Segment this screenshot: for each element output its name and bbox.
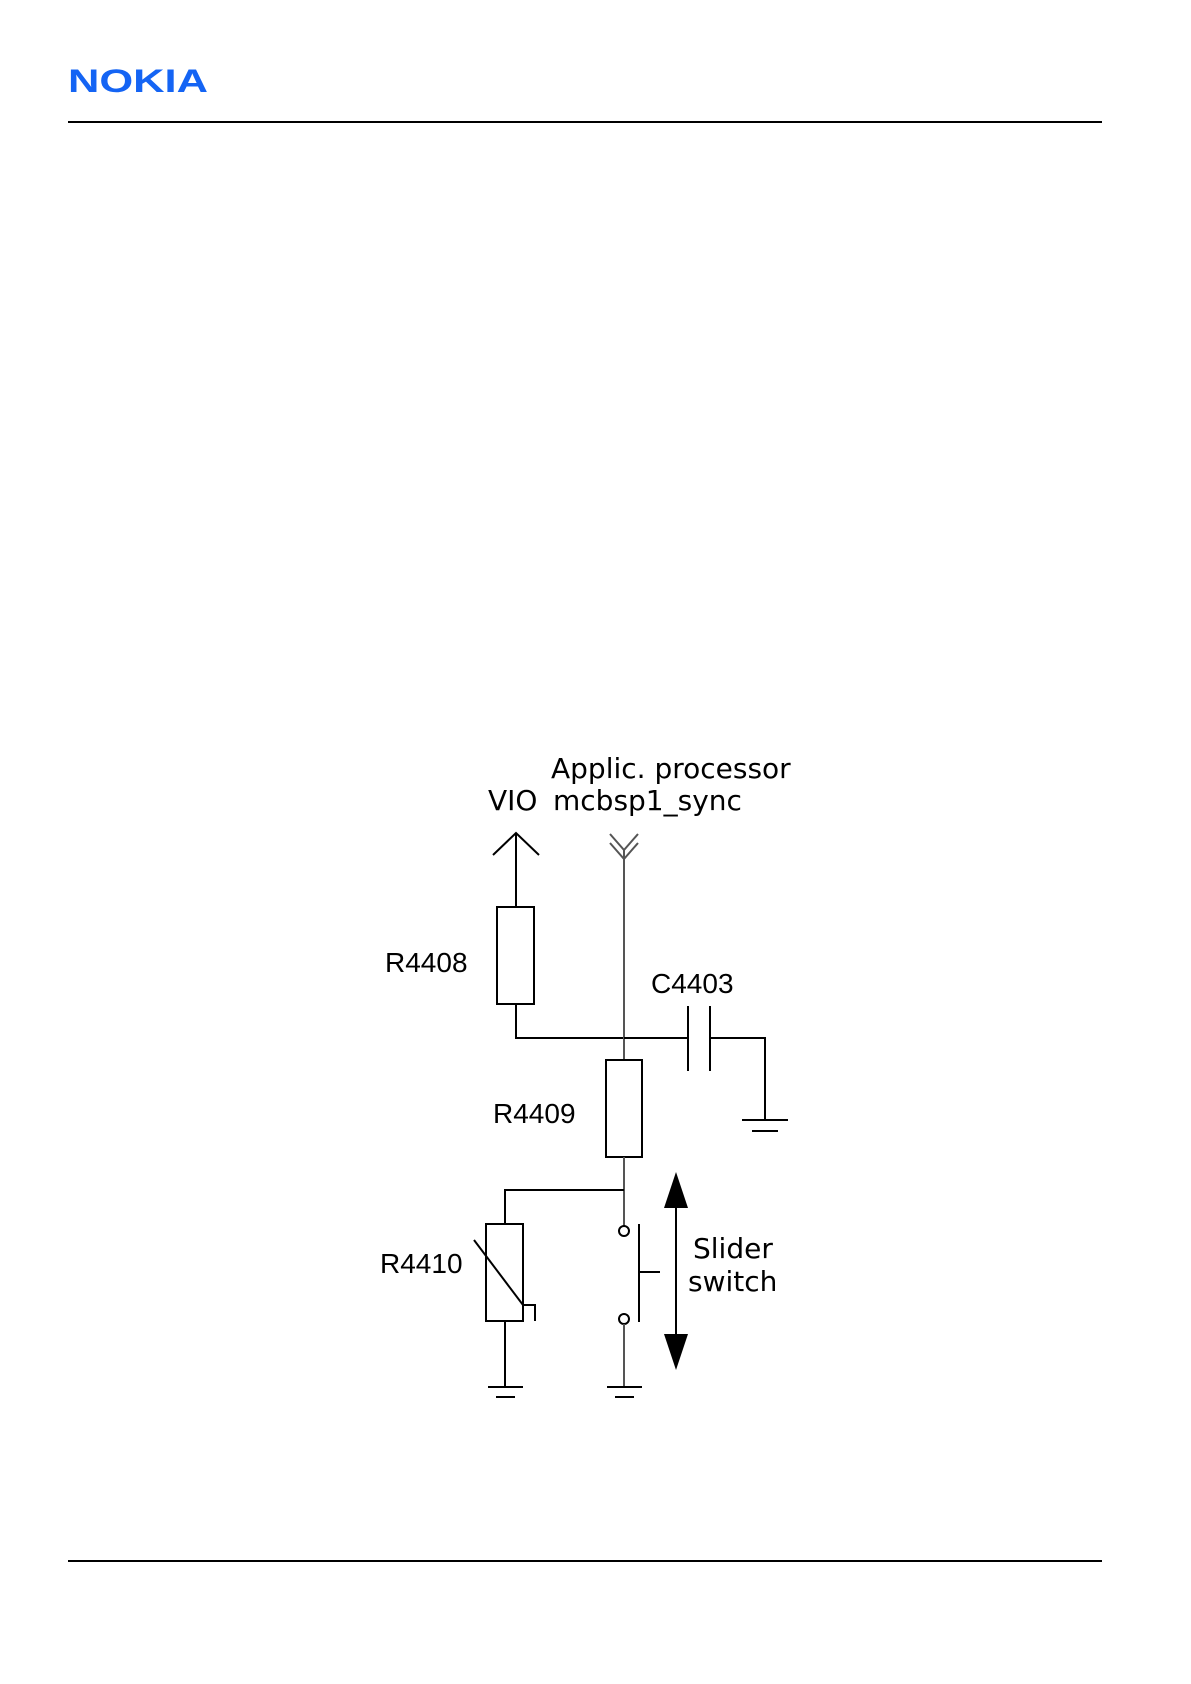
r4409-label: R4409	[493, 1098, 576, 1129]
r4410-label: R4410	[380, 1248, 463, 1279]
c4403-to-ground-wire	[710, 1038, 765, 1120]
switch-ground-symbol	[607, 1387, 642, 1397]
net-label-processor: Applic. processor	[551, 752, 791, 785]
branch-to-r4410-wire	[505, 1190, 624, 1224]
c4403-label: C4403	[651, 968, 734, 999]
switch-label-line1: Slider	[693, 1232, 773, 1265]
r4408-resistor	[497, 907, 534, 1004]
slider-motion-arrow	[664, 1172, 688, 1370]
r4408-label: R4408	[385, 947, 468, 978]
vio-label: VIO	[488, 784, 537, 817]
r4409-resistor	[606, 1060, 642, 1157]
vio-supply-arrow	[493, 833, 539, 907]
footer-rule	[68, 1560, 1102, 1562]
c4403-capacitor	[688, 1006, 710, 1071]
net-label-signal: mcbsp1_sync	[553, 784, 742, 817]
r4408-to-node-wire	[516, 1004, 624, 1038]
r4410-thermistor	[474, 1224, 535, 1321]
r4410-ground-symbol	[488, 1387, 523, 1397]
c4403-ground-symbol	[742, 1120, 788, 1131]
slider-switch-symbol	[619, 1224, 660, 1324]
switch-label-line2: switch	[688, 1265, 777, 1298]
